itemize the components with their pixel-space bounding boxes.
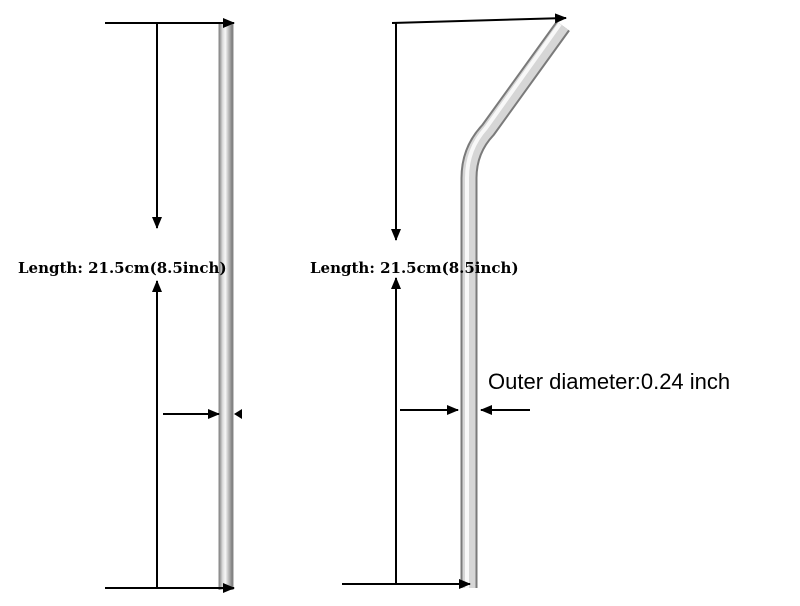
straight-straw <box>219 22 233 590</box>
outer-diameter-label: Outer diameter:0.24 inch <box>488 369 730 394</box>
straight-diameter-arrow-right-tip <box>234 409 242 419</box>
straight-length-label: Length: 21.5cm(8.5inch) <box>18 259 227 277</box>
bent-straw <box>462 22 569 588</box>
bent-length-label: Length: 21.5cm(8.5inch) <box>310 259 519 277</box>
bent-straw-group: Length: 21.5cm(8.5inch) Outer diameter:0… <box>310 13 730 589</box>
bent-straw-outline <box>460 21 570 588</box>
bent-straw-highlight <box>465 22 562 588</box>
straight-straw-group: Length: 21.5cm(8.5inch) <box>18 18 242 593</box>
bent-top-arrow <box>391 13 567 24</box>
